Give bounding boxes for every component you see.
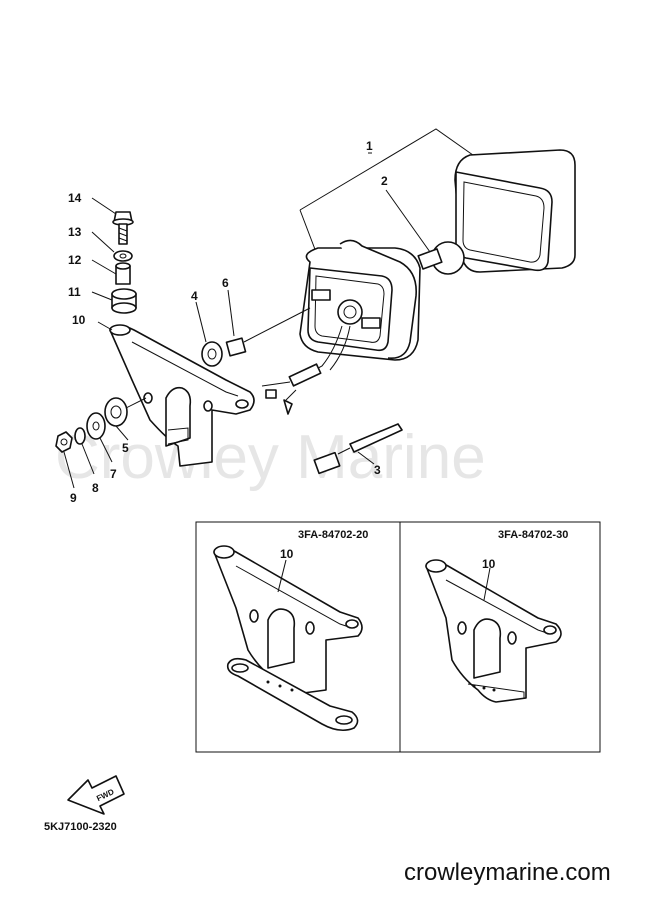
fwd-arrow-icon: FWD xyxy=(67,775,125,815)
variant-code-30: 3FA-84702-30 xyxy=(498,529,568,541)
lens-cover xyxy=(454,149,576,273)
wire-tie xyxy=(313,423,403,475)
callout-7: 7 xyxy=(110,467,117,481)
damper xyxy=(111,288,137,314)
callout-3: 3 xyxy=(374,463,381,477)
variant-30-bracket xyxy=(425,559,562,703)
callout-6: 6 xyxy=(222,276,229,290)
grommet xyxy=(201,341,223,367)
variant-code-20: 3FA-84702-20 xyxy=(298,529,368,541)
callout-14: 14 xyxy=(68,191,82,205)
diagram-code: 5KJ7100-2320 xyxy=(44,821,117,833)
tail-light-housing xyxy=(261,239,421,415)
callout-8: 8 xyxy=(92,481,99,495)
leader-1 xyxy=(299,128,481,211)
license-bracket xyxy=(109,324,255,467)
callout-4: 4 xyxy=(191,289,198,303)
bolt xyxy=(112,211,134,245)
callout-11: 11 xyxy=(68,285,81,299)
lock-washer xyxy=(74,427,86,445)
spacer xyxy=(115,262,131,285)
variant-box xyxy=(195,521,601,753)
washer-large xyxy=(86,412,106,440)
grommet-large xyxy=(104,397,128,427)
callout-12: 12 xyxy=(68,253,82,267)
washer-small xyxy=(113,250,133,262)
variant-20-bracket xyxy=(213,545,363,732)
callout-2: 2 xyxy=(381,174,388,188)
nut xyxy=(55,431,73,453)
callout-5: 5 xyxy=(122,441,129,455)
callout-10: 10 xyxy=(72,313,86,327)
callout-1: 1 xyxy=(366,139,373,153)
collar xyxy=(225,337,247,357)
site-url: crowleymarine.com xyxy=(404,859,611,886)
variant-20-callout: 10 xyxy=(280,547,294,561)
variant-30-callout: 10 xyxy=(482,557,496,571)
bulb xyxy=(417,241,465,275)
callout-9: 9 xyxy=(70,491,77,505)
watermark-text: Crowley Marine xyxy=(55,423,486,492)
callout-13: 13 xyxy=(68,225,82,239)
